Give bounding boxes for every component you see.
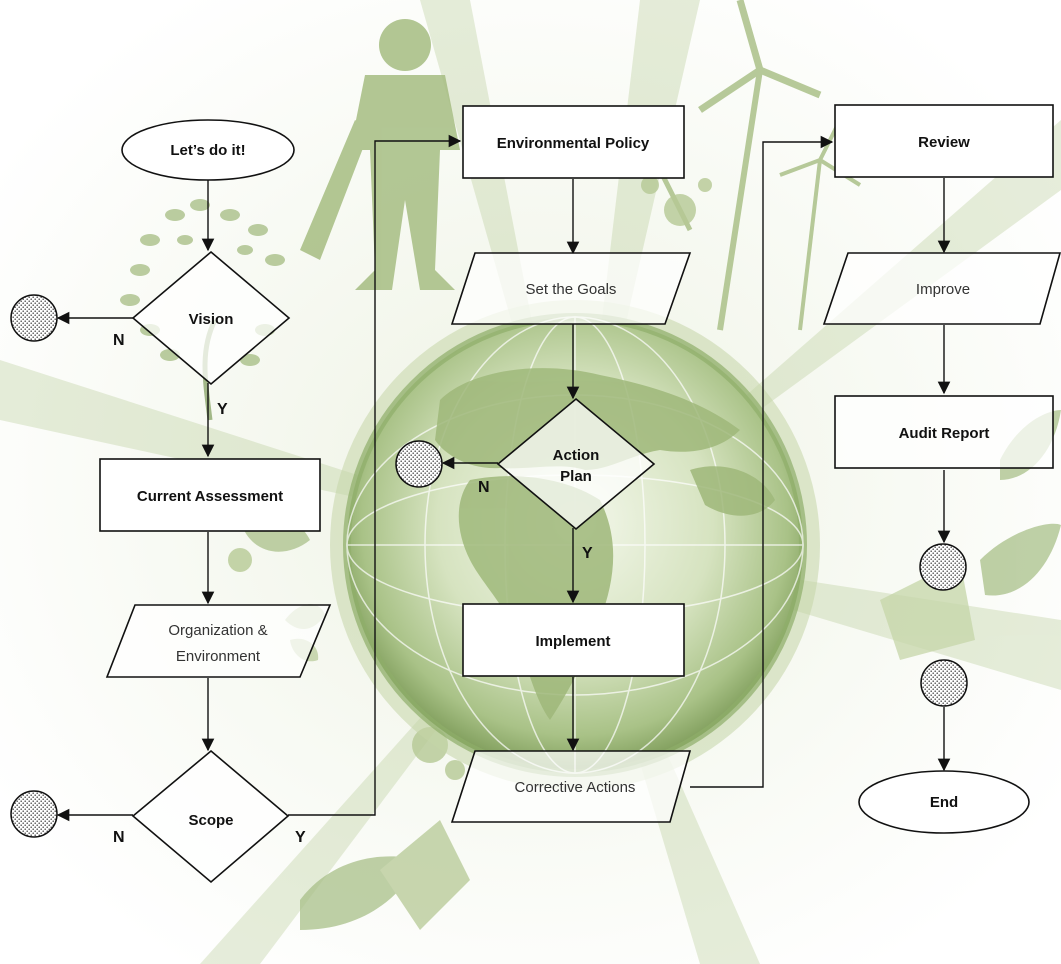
org-env-label-line2: Environment <box>176 648 261 665</box>
improve-node[interactable]: Improve <box>822 252 1061 325</box>
start-node[interactable]: Let’s do it! <box>121 119 295 181</box>
scope-no-label: N <box>113 829 125 846</box>
connector-end-in-icon <box>920 659 968 707</box>
vision-label: Vision <box>189 311 234 328</box>
implement-node[interactable]: Implement <box>462 603 685 677</box>
start-label: Let’s do it! <box>170 142 245 159</box>
globe-icon <box>330 300 820 790</box>
connector-action-no-icon <box>395 440 443 488</box>
vision-yes-label: Y <box>217 401 228 418</box>
audit-report-label: Audit Report <box>899 425 990 442</box>
current-assessment-node[interactable]: Current Assessment <box>99 458 321 532</box>
action-plan-decision[interactable]: Action Plan <box>496 397 656 531</box>
connector-vision-no-icon <box>10 294 58 342</box>
review-node[interactable]: Review <box>834 104 1054 178</box>
vision-decision[interactable]: Vision <box>131 250 291 386</box>
businessman-icon <box>300 19 460 290</box>
set-goals-node[interactable]: Set the Goals <box>450 252 692 325</box>
corrective-actions-label: Corrective Actions <box>515 779 636 796</box>
flow-edges <box>56 134 951 822</box>
end-node[interactable]: End <box>858 770 1030 834</box>
vision-no-label: N <box>113 332 125 349</box>
scope-decision[interactable]: Scope <box>131 749 290 884</box>
scope-label: Scope <box>188 812 233 829</box>
action-yes-label: Y <box>582 545 593 562</box>
review-label: Review <box>918 134 970 151</box>
action-no-label: N <box>478 479 490 496</box>
current-assessment-label: Current Assessment <box>137 488 283 505</box>
environmental-policy-node[interactable]: Environmental Policy <box>462 105 685 179</box>
set-goals-label: Set the Goals <box>526 281 617 298</box>
action-plan-label-line1: Action <box>553 447 600 464</box>
action-plan-label-line2: Plan <box>560 468 592 485</box>
connector-scope-no-icon <box>10 790 58 838</box>
implement-label: Implement <box>535 633 610 650</box>
corrective-actions-node[interactable]: Corrective Actions <box>450 750 692 823</box>
connectors <box>10 294 968 838</box>
audit-report-node[interactable]: Audit Report <box>834 395 1054 469</box>
connector-audit-out-icon <box>919 543 967 591</box>
improve-label: Improve <box>916 281 970 298</box>
scope-yes-label: Y <box>295 829 306 846</box>
environmental-policy-label: Environmental Policy <box>497 135 650 152</box>
edge-corrective-to-review <box>690 135 834 788</box>
organization-environment-node[interactable]: Organization & Environment <box>105 604 332 678</box>
org-env-label-line1: Organization & <box>168 622 267 639</box>
end-label: End <box>930 794 958 811</box>
edge-scope-yes <box>288 134 462 816</box>
flow-nodes: Let’s do it! Vision N Y Current Assessme… <box>99 104 1061 884</box>
